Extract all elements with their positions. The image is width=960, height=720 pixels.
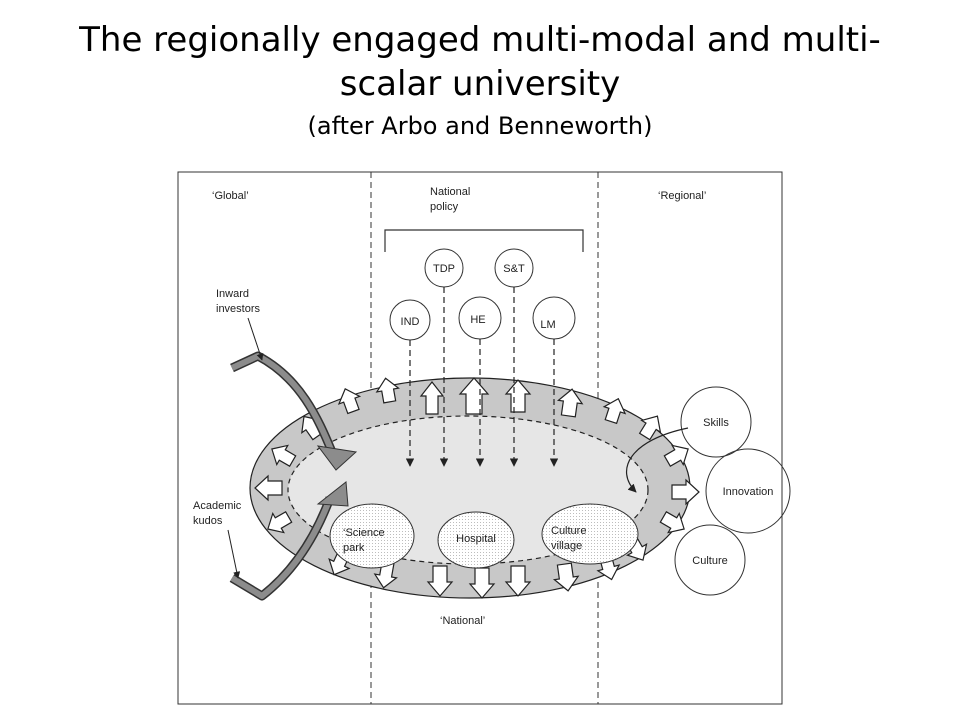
outward-arrow — [419, 381, 445, 415]
outward-arrow — [458, 377, 490, 415]
hospital-label: Hospital — [456, 533, 496, 545]
policy-arrows — [405, 287, 559, 467]
outward-arrow — [426, 565, 454, 597]
outward-arrows — [254, 377, 700, 599]
culture-circle — [674, 524, 746, 596]
academic-kudos-arrow — [229, 481, 349, 601]
global-label: ‘Global’ — [212, 190, 249, 202]
innovation-label: Innovation — [723, 486, 774, 498]
lm-label: LM — [540, 319, 555, 331]
outward-arrow — [337, 388, 362, 415]
national-policy-label-2: policy — [430, 201, 459, 213]
skills-label: Skills — [703, 417, 729, 429]
academic-label-2: kudos — [193, 515, 223, 527]
inward-leader — [247, 317, 264, 361]
innovation-circle — [705, 448, 791, 534]
tdp-label: TDP — [433, 263, 455, 275]
outward-arrow — [468, 567, 496, 599]
outward-arrow — [504, 379, 532, 413]
regional-circles — [674, 386, 791, 596]
policy-nodes — [389, 248, 576, 341]
outward-arrow — [556, 388, 584, 418]
title-line-1: The regionally engaged multi-modal and m… — [79, 20, 881, 60]
inward-label-2: investors — [216, 303, 261, 315]
outward-arrow — [663, 444, 689, 468]
culture-village-label-1: Culture — [551, 525, 586, 537]
culture-village-label-2: village — [551, 540, 582, 552]
outward-arrow — [254, 474, 283, 502]
subtitle: (after Arbo and Benneworth) — [307, 112, 653, 140]
st-label: S&T — [503, 263, 525, 275]
academic-leader — [227, 529, 241, 579]
skills-circle — [680, 386, 752, 458]
outward-arrow — [375, 377, 400, 404]
he-label: HE — [470, 314, 485, 326]
outward-arrow — [638, 415, 662, 441]
science-park-label-1: ‘Science — [343, 527, 385, 539]
policy-bracket — [384, 229, 584, 252]
diagram-frame — [177, 171, 783, 705]
culture-label: Culture — [692, 555, 727, 567]
national-label: ‘National’ — [440, 615, 485, 627]
national-policy-label-1: National — [430, 186, 470, 198]
culture-village-node — [541, 503, 639, 565]
title: The regionally engaged multi-modal and m… — [40, 18, 920, 146]
outward-arrow — [267, 510, 293, 534]
title-line-2: scalar university — [339, 64, 621, 104]
outward-arrow — [659, 510, 685, 534]
science-park-label-2: park — [343, 542, 365, 554]
hospital-node — [437, 511, 515, 569]
inward-label-1: Inward — [216, 288, 249, 300]
outward-arrow — [602, 397, 627, 425]
policy-node-lm — [532, 296, 576, 340]
regional-feedback-arc — [626, 427, 689, 493]
academic-label-1: Academic — [193, 500, 242, 512]
outward-arrow — [671, 478, 700, 506]
ind-label: IND — [401, 316, 420, 328]
regional-label: ‘Regional’ — [658, 190, 706, 202]
science-park-node — [329, 503, 415, 569]
outward-arrow — [504, 565, 532, 597]
outward-arrow — [271, 444, 297, 468]
outward-arrow — [552, 562, 580, 592]
